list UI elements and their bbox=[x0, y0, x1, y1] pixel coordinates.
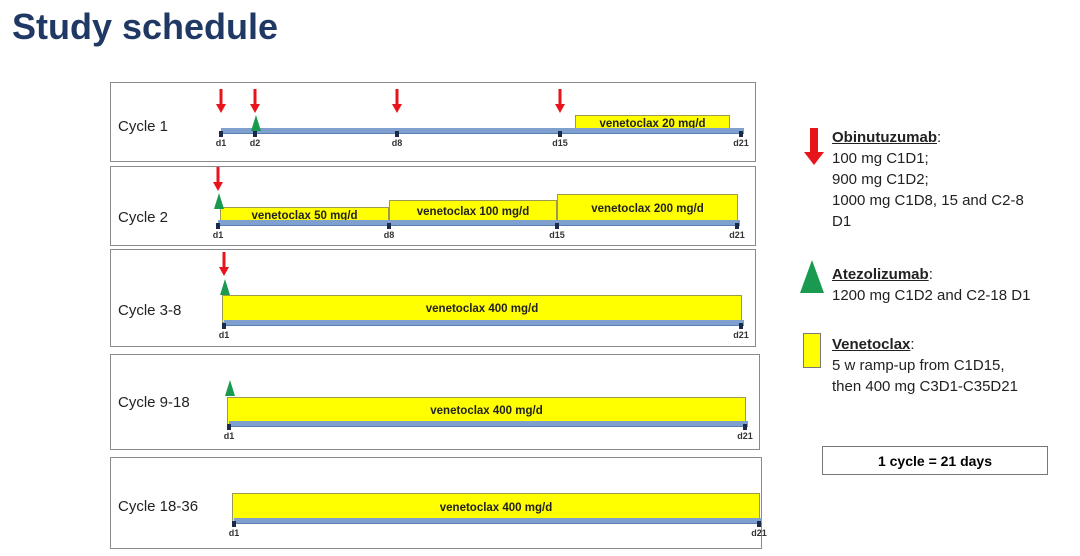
day-tick-label: d8 bbox=[383, 230, 395, 240]
day-tick bbox=[739, 323, 743, 329]
legend-line: then 400 mg C3D1-C35D21 bbox=[832, 378, 1018, 395]
cycle-panel bbox=[110, 354, 760, 450]
venetoclax-bar: venetoclax 50 mg/d bbox=[220, 207, 389, 224]
day-tick-label: d21 bbox=[729, 230, 745, 240]
day-tick-label: d1 bbox=[223, 431, 235, 441]
legend-atezolizumab-name: Atezolizumab bbox=[832, 266, 929, 283]
legend-line: 900 mg C1D2; bbox=[832, 171, 929, 188]
cycle-panel bbox=[110, 457, 762, 549]
legend-line: 1000 mg C1D8, 15 and C2-8 bbox=[832, 192, 1024, 209]
legend-line: 5 w ramp-up from C1D15, bbox=[832, 357, 1005, 374]
day-tick bbox=[222, 323, 226, 329]
red-arrow-icon bbox=[804, 128, 824, 165]
timeline-axis bbox=[234, 518, 762, 524]
legend-obinutuzumab: Obinutuzumab: 100 mg C1D1; 900 mg C1D2; … bbox=[832, 129, 1024, 230]
cycle-label: Cycle 3-8 bbox=[118, 302, 182, 319]
atezolizumab-triangle-icon bbox=[214, 193, 224, 209]
day-tick-label: d21 bbox=[751, 528, 767, 538]
day-tick bbox=[219, 131, 223, 137]
day-tick bbox=[739, 131, 743, 137]
day-tick-label: d1 bbox=[228, 528, 240, 538]
day-tick bbox=[253, 131, 257, 137]
obinutuzumab-arrow-icon bbox=[213, 167, 223, 191]
page-title: Study schedule bbox=[12, 6, 279, 47]
day-tick bbox=[555, 223, 559, 229]
day-tick-label: d21 bbox=[733, 138, 749, 148]
cycle-label: Cycle 18-36 bbox=[118, 498, 199, 515]
legend-line: 1200 mg C1D2 and C2-18 D1 bbox=[832, 287, 1031, 304]
day-tick-label: d1 bbox=[218, 330, 230, 340]
venetoclax-bar: venetoclax 200 mg/d bbox=[557, 194, 738, 224]
atezolizumab-triangle-icon bbox=[251, 115, 261, 131]
legend-line: 100 mg C1D1; bbox=[832, 150, 929, 167]
obinutuzumab-arrow-icon bbox=[555, 89, 565, 113]
legend-venetoclax: Venetoclax: 5 w ramp-up from C1D15, then… bbox=[832, 336, 1018, 395]
timeline-axis bbox=[229, 421, 748, 427]
legend-obinutuzumab-name: Obinutuzumab bbox=[832, 129, 937, 146]
obinutuzumab-arrow-icon bbox=[392, 89, 402, 113]
timeline-axis bbox=[221, 128, 744, 134]
day-tick bbox=[387, 223, 391, 229]
legend-venetoclax-name: Venetoclax bbox=[832, 336, 911, 353]
day-tick bbox=[227, 424, 231, 430]
day-tick-label: d1 bbox=[212, 230, 224, 240]
atezolizumab-triangle-icon bbox=[225, 380, 235, 396]
cycle-label: Cycle 9-18 bbox=[118, 394, 190, 411]
timeline-axis bbox=[218, 220, 740, 226]
day-tick-label: d21 bbox=[733, 330, 749, 340]
obinutuzumab-arrow-icon bbox=[219, 252, 229, 276]
atezolizumab-triangle-icon bbox=[220, 279, 230, 295]
cycle-label: Cycle 2 bbox=[118, 209, 169, 226]
day-tick-label: d15 bbox=[549, 230, 565, 240]
day-tick bbox=[743, 424, 747, 430]
day-tick-label: d1 bbox=[215, 138, 227, 148]
obinutuzumab-arrow-icon bbox=[216, 89, 226, 113]
legend-atezolizumab: Atezolizumab: 1200 mg C1D2 and C2-18 D1 bbox=[832, 266, 1031, 304]
day-tick-label: d2 bbox=[249, 138, 261, 148]
cycle-length-note: 1 cycle = 21 days bbox=[822, 446, 1048, 475]
venetoclax-bar: venetoclax 400 mg/d bbox=[232, 493, 760, 522]
venetoclax-bar: venetoclax 400 mg/d bbox=[222, 295, 742, 323]
obinutuzumab-arrow-icon bbox=[250, 89, 260, 113]
yellow-box-icon bbox=[803, 333, 821, 368]
day-tick bbox=[757, 521, 761, 527]
timeline-axis bbox=[224, 320, 744, 326]
day-tick bbox=[395, 131, 399, 137]
day-tick bbox=[216, 223, 220, 229]
day-tick bbox=[558, 131, 562, 137]
day-tick-label: d8 bbox=[391, 138, 403, 148]
legend-line: D1 bbox=[832, 213, 852, 230]
day-tick bbox=[735, 223, 739, 229]
cycle-panel bbox=[110, 249, 756, 347]
day-tick-label: d15 bbox=[552, 138, 568, 148]
green-triangle-icon bbox=[800, 260, 824, 293]
cycle-panel bbox=[110, 166, 756, 246]
cycle-panel bbox=[110, 82, 756, 162]
venetoclax-bar: venetoclax 400 mg/d bbox=[227, 397, 746, 425]
cycle-label: Cycle 1 bbox=[118, 118, 169, 135]
day-tick-label: d21 bbox=[737, 431, 753, 441]
day-tick bbox=[232, 521, 236, 527]
